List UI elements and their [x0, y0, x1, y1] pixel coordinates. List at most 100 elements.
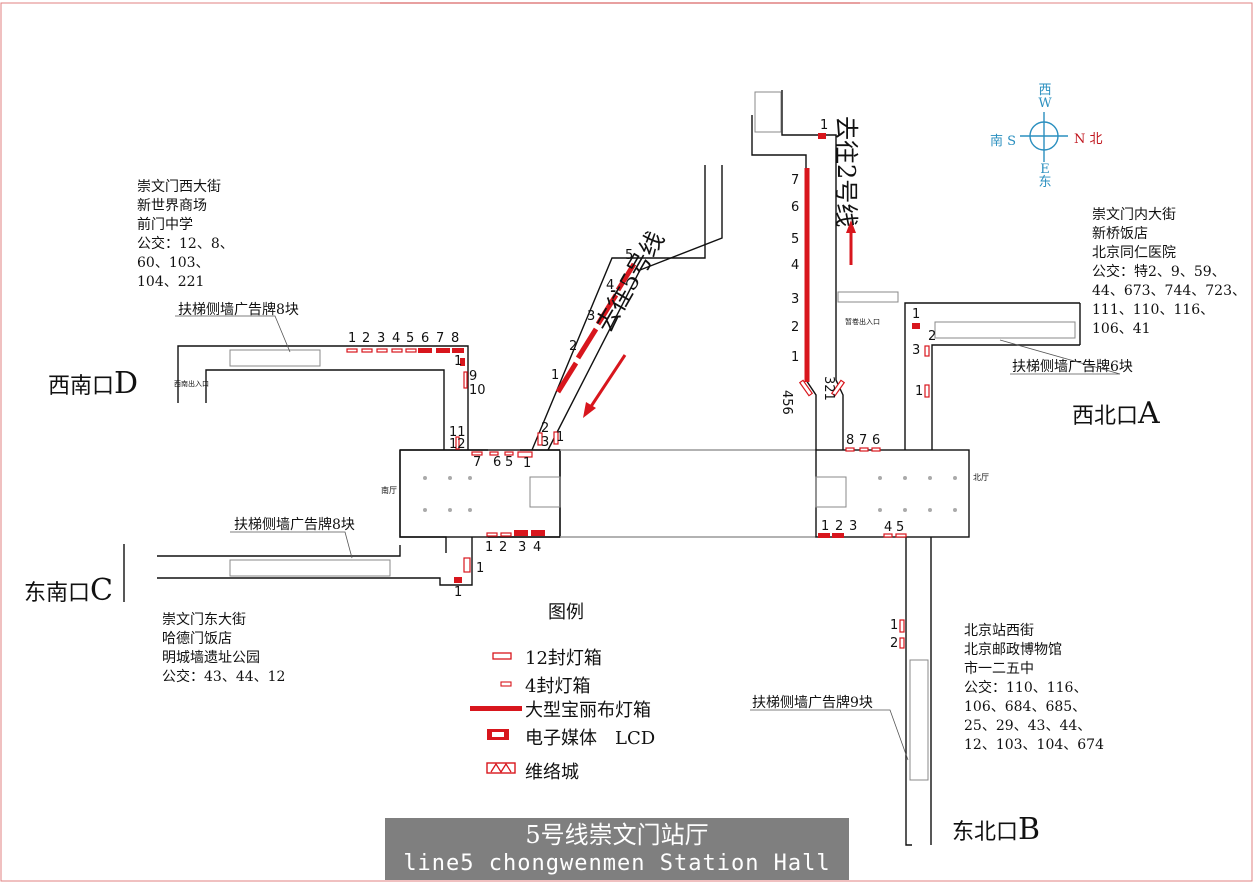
exit-d-label: 西南口D: [48, 366, 138, 401]
ad-number-line5-ramp: 5: [625, 248, 634, 263]
ad-number-north-top: 6: [872, 433, 881, 448]
ad-number-line2-ramp: 4: [791, 258, 800, 273]
ad-number-south-top: 6: [493, 455, 502, 470]
ad-number-d-side2: 12: [449, 437, 466, 452]
ad-number-a-exit: 1: [912, 307, 921, 322]
sw-destinations: 崇文门东大街 哈德门饭店 明城墙遗址公园 公交：43、44、12: [162, 612, 286, 685]
ad-number-north-bottom: 5: [896, 520, 905, 535]
large-banner-lightboxes: [555, 168, 810, 394]
ad-number-south-bottom: 1: [485, 540, 494, 555]
station-title-box: 5号线崇文门站厅 line5 chongwenmen Station Hall: [385, 818, 849, 880]
ad-number-b-exit: 2: [890, 636, 899, 651]
legend-item-4-lightbox: 4封灯箱: [470, 672, 710, 697]
legend-item-velocity: 维络城: [470, 758, 710, 783]
exit-c-letter: C: [90, 573, 113, 608]
south-hall-label: 南厅: [381, 486, 397, 495]
lightbox-12-icon: [492, 652, 512, 660]
ad-number-c-exit: 1: [476, 561, 485, 576]
ad-number-c-exit: 1: [454, 585, 463, 600]
ad-number-south-bottom: 2: [499, 540, 508, 555]
compass-west-text: 西 W: [1038, 83, 1052, 111]
ad-number-south-bottom: 3: [518, 540, 527, 555]
ad-number-d-corridor: 6: [421, 331, 430, 346]
ad-number-south-bottom: 4: [533, 540, 542, 555]
ad-number-south-top: 7: [473, 455, 482, 470]
legend: 图例 12封灯箱 4封灯箱 大型宝丽布灯箱 电子媒体 LCD 维络城: [470, 598, 710, 788]
ad-number-line2-ramp: 3: [791, 292, 800, 307]
ad-number-b-exit: 1: [890, 618, 899, 633]
ad-number-line2-ramp: 7: [791, 173, 800, 188]
ad-number-d-side2: 11: [449, 425, 466, 440]
lcd-icon: [487, 729, 509, 740]
exit-c-name: 东南口: [24, 581, 91, 606]
ad-number-d-side: 10: [469, 383, 486, 398]
ad-number-line5-ramp: 2: [569, 339, 578, 354]
ad-number-south-top: 5: [505, 455, 514, 470]
line2-direction-label: 去往2号线: [832, 116, 860, 228]
se-destinations: 北京站西街 北京邮政博物馆 市一二五中 公交：110、116、 106、684、…: [964, 623, 1104, 753]
exit-d-name: 西南口: [48, 374, 115, 399]
compass-west: 西 W: [1038, 84, 1052, 110]
legend-item-label: 4封灯箱: [525, 676, 591, 697]
ad-number-a-exit: 3: [912, 343, 921, 358]
ad-number-d-corridor: 5: [406, 331, 415, 346]
ad-number-north-bottom: 3: [849, 519, 858, 534]
ad-number-d-corridor: 8: [451, 331, 460, 346]
exit-b-label: 东北口B: [952, 812, 1040, 847]
ad-number-north-top: 8: [846, 433, 855, 448]
compass-east-text: E 东: [1038, 162, 1052, 190]
ad-number-line5-entry: 2: [541, 421, 550, 436]
lcd-screens: [418, 133, 920, 583]
escalator-note-c: 扶梯侧墙广告牌8块: [234, 517, 355, 533]
exit-b-name: 东北口: [952, 820, 1019, 845]
exit-b-letter: B: [1018, 812, 1041, 847]
ad-number-line2-ramp: 5: [791, 232, 800, 247]
ad-number-d-corridor: 2: [362, 331, 371, 346]
ad-number-line5-ramp: 1: [551, 368, 560, 383]
ad-number-south-top: 1: [523, 456, 532, 471]
nw-exit-small-label: 暂卷出入口: [845, 318, 880, 326]
exit-a-name: 西北口: [1072, 404, 1139, 429]
escalator-hatching: [229, 91, 1076, 781]
direction-arrows: [583, 220, 856, 418]
ad-number-d-side: 1: [454, 354, 463, 369]
ad-number-north-bottom: 4: [884, 520, 893, 535]
ad-number-d-side: 9: [469, 369, 478, 384]
legend-item-label: 维络城: [525, 762, 579, 783]
compass-east: E 东: [1038, 163, 1052, 189]
compass-rose: [1020, 112, 1068, 162]
legend-item-lcd: 电子媒体 LCD: [470, 724, 710, 749]
ad-number-north-top: 7: [859, 433, 868, 448]
lightbox-4-icon: [500, 681, 512, 687]
ad-number-line2-ramp: 2: [791, 320, 800, 335]
hall-columns: [423, 476, 957, 512]
legend-title: 图例: [548, 602, 584, 623]
ad-number-d-corridor: 4: [392, 331, 401, 346]
ad-number-line2-low-left: 456: [779, 390, 794, 415]
ad-number-line2-ramp: 1: [791, 350, 800, 365]
ad-number-north-bottom: 2: [835, 519, 844, 534]
ad-number-line5-ramp: 4: [606, 278, 615, 293]
ad-number-line5-entry: 1: [556, 430, 565, 445]
ad-number-a-exit: 2: [928, 329, 937, 344]
ad-number-line5-entry: 3: [541, 435, 550, 450]
compass-south: 南 S: [990, 134, 1017, 149]
exit-a-letter: A: [1138, 396, 1160, 431]
ad-number-line2-low-right: 321: [821, 376, 836, 401]
velo-city-icon: [486, 762, 516, 774]
legend-item-12-lightbox: 12封灯箱: [470, 644, 710, 669]
compass-north: N 北: [1074, 132, 1103, 147]
ad-number-d-corridor: 7: [436, 331, 445, 346]
ad-number-north-bottom: 1: [821, 519, 830, 534]
ad-number-d-corridor: 3: [377, 331, 386, 346]
ad-number-a-exit: 1: [915, 384, 924, 399]
ad-number-line2-ramp: 6: [791, 200, 800, 215]
escalator-note-b: 扶梯侧墙广告牌9块: [752, 695, 873, 711]
exit-a-label: 西北口A: [1072, 396, 1160, 431]
ad-number-line2-top: 1: [820, 118, 829, 133]
nw-destinations: 崇文门西大街 新世界商场 前门中学 公交：12、8、 60、103、 104、2…: [137, 179, 234, 290]
large-banner-icon: [470, 706, 522, 711]
small-lightboxes: [346, 345, 930, 649]
exit-c-label: 东南口C: [24, 573, 113, 608]
